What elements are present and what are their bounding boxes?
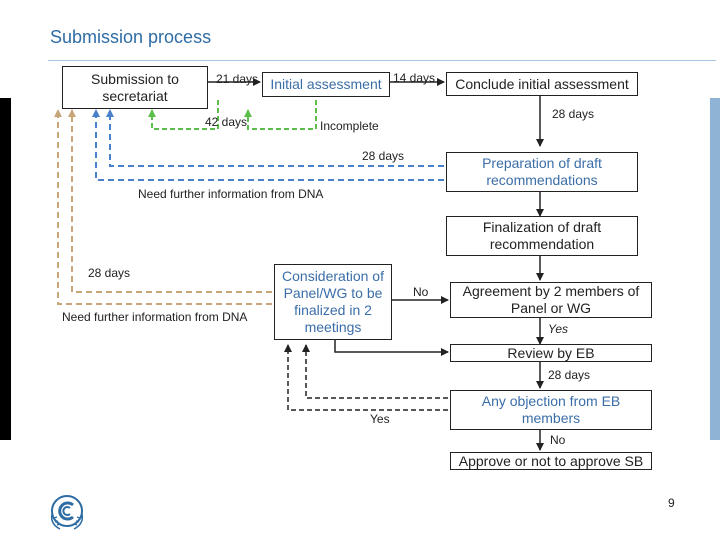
consideration-of-panel-box: Consideration of Panel/WG to be finalize… bbox=[274, 264, 392, 340]
label-28-days-conclude: 28 days bbox=[552, 107, 595, 121]
page-title: Submission process bbox=[50, 27, 212, 47]
tan-loop-28-days bbox=[68, 109, 272, 293]
green-loop-incomplete bbox=[244, 100, 317, 130]
label-no-objection: No bbox=[550, 433, 566, 447]
agreement-by-members-box: Agreement by 2 members of Panel or WG bbox=[450, 282, 652, 318]
black-loop-yes-inner bbox=[302, 344, 448, 399]
label-need-info-1: Need further information from DNA bbox=[138, 187, 324, 201]
any-objection-box: Any objection from EB members bbox=[450, 390, 652, 430]
finalization-of-draft-box: Finalization of draft recommendation bbox=[446, 216, 638, 256]
unfccc-logo-icon bbox=[50, 495, 84, 530]
label-14-days: 14 days bbox=[393, 71, 436, 85]
page-number: 9 bbox=[668, 496, 675, 510]
conclude-initial-assessment-box: Conclude initial assessment bbox=[446, 72, 638, 96]
black-loop-yes-outer bbox=[284, 344, 448, 411]
label-28-days-consideration: 28 days bbox=[88, 266, 131, 280]
blue-loop-28-days bbox=[106, 109, 444, 167]
title-divider bbox=[48, 60, 716, 61]
green-loop-42-days bbox=[148, 100, 219, 130]
preparation-of-draft-box: Preparation of draft recommendations bbox=[446, 152, 638, 192]
label-28-days-review: 28 days bbox=[548, 368, 591, 382]
label-21-days: 21 days bbox=[216, 72, 259, 86]
right-side-bar bbox=[710, 98, 720, 440]
label-no-agreement: No bbox=[413, 285, 429, 299]
label-yes-objection: Yes bbox=[370, 412, 390, 426]
arrow-consideration-to-review bbox=[334, 340, 449, 356]
label-42-days: 42 days bbox=[205, 115, 248, 129]
review-by-eb-box: Review by EB bbox=[450, 344, 652, 362]
submission-to-secretariat-box: Submission to secretariat bbox=[62, 66, 208, 109]
approve-or-not-box: Approve or not to approve SB bbox=[450, 452, 652, 470]
blue-loop-need-info bbox=[92, 109, 444, 181]
label-yes-agreement: Yes bbox=[548, 322, 569, 336]
label-28-days-preparation: 28 days bbox=[362, 149, 405, 163]
tan-loop-need-info bbox=[54, 109, 272, 305]
initial-assessment-box: Initial assessment bbox=[262, 72, 390, 97]
label-need-info-2: Need further information from DNA bbox=[62, 310, 248, 324]
left-side-bar bbox=[0, 98, 11, 440]
label-incomplete: Incomplete bbox=[320, 119, 379, 133]
